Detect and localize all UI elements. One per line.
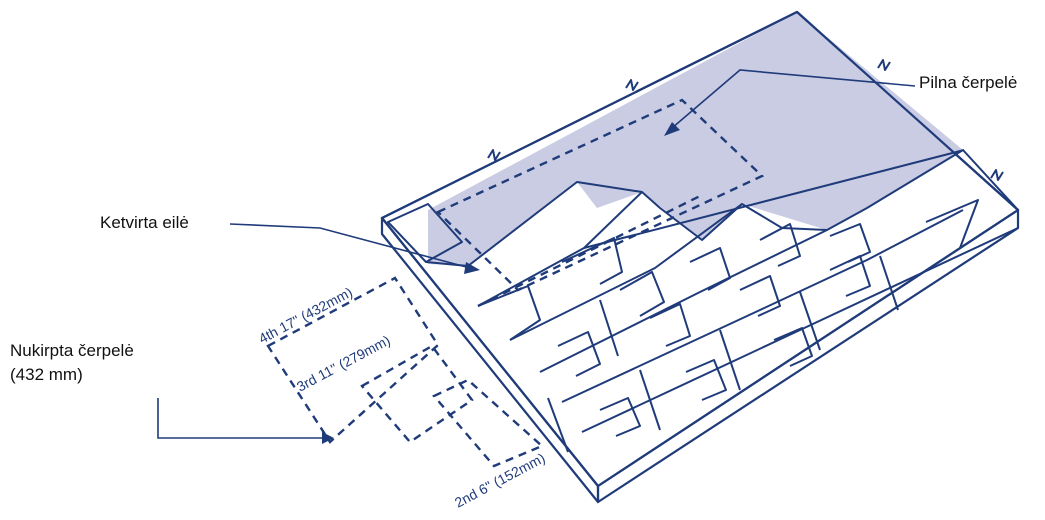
shingle-divider-4 bbox=[879, 255, 899, 311]
cutout-b bbox=[561, 237, 623, 285]
break-mark-1 bbox=[487, 149, 501, 161]
fourth-row-step-outline bbox=[425, 149, 964, 267]
cutout-i bbox=[649, 303, 691, 347]
roof-ridge-line bbox=[380, 10, 1020, 220]
cutout-d bbox=[689, 247, 731, 291]
shingle-divider-2 bbox=[719, 329, 741, 391]
starter-square bbox=[387, 203, 463, 263]
leader-fourth-row-arrowhead bbox=[464, 262, 480, 274]
course-line-7 bbox=[962, 149, 1019, 211]
cutout-e bbox=[759, 223, 801, 267]
cutout-a bbox=[477, 285, 541, 341]
leader-full-shingle bbox=[671, 69, 916, 129]
break-mark-4 bbox=[990, 169, 1004, 181]
cut-shingle-17in-outline bbox=[266, 276, 440, 444]
course-line-6 bbox=[583, 149, 965, 249]
cutout-l bbox=[599, 397, 641, 437]
full-shingle-dashed-outline bbox=[435, 98, 765, 292]
course-line-2 bbox=[509, 203, 743, 341]
cutout-f bbox=[829, 223, 871, 263]
shingle-divider-5 bbox=[599, 299, 619, 357]
course-line-5 bbox=[581, 227, 1019, 433]
dimension-third: 3rd 11" (279mm) bbox=[294, 332, 393, 395]
cut-shingle-6in-outline bbox=[432, 378, 545, 468]
cutout-n bbox=[773, 327, 813, 367]
shingle-divider-6 bbox=[547, 397, 569, 453]
leader-fourth-row bbox=[229, 223, 471, 269]
label-full-shingle: Pilna čerpelė bbox=[919, 73, 1018, 92]
cutout-j bbox=[739, 275, 781, 317]
label-cut-shingle-line1: Nukirpta čerpelė bbox=[10, 341, 134, 360]
dimension-second: 2nd 6" (152mm) bbox=[452, 450, 548, 511]
break-mark-2 bbox=[625, 79, 639, 91]
course-line-4 bbox=[561, 209, 964, 403]
cutout-m bbox=[685, 359, 727, 401]
cutout-g bbox=[925, 199, 979, 249]
cut-shingle-11in-outline bbox=[360, 344, 474, 444]
cutout-k bbox=[829, 255, 871, 297]
full-shingle-shaded-area bbox=[428, 12, 963, 266]
shingle-divider-1 bbox=[639, 369, 661, 431]
shingle-courses bbox=[477, 149, 1019, 453]
cutout-c bbox=[619, 271, 665, 317]
cutout-h bbox=[557, 331, 601, 377]
shingle-divider-3 bbox=[799, 291, 821, 351]
label-fourth-row: Ketvirta eilė bbox=[100, 213, 189, 232]
dimension-fourth: 4th 17" (432mm) bbox=[256, 284, 355, 347]
leader-full-shingle-arrowhead bbox=[664, 122, 680, 136]
leader-cut-shingle bbox=[157, 398, 326, 439]
leader-cut-shingle-arrowhead bbox=[322, 432, 334, 444]
label-cut-shingle-line2: (432 mm) bbox=[10, 365, 83, 384]
break-mark-3 bbox=[877, 59, 891, 71]
